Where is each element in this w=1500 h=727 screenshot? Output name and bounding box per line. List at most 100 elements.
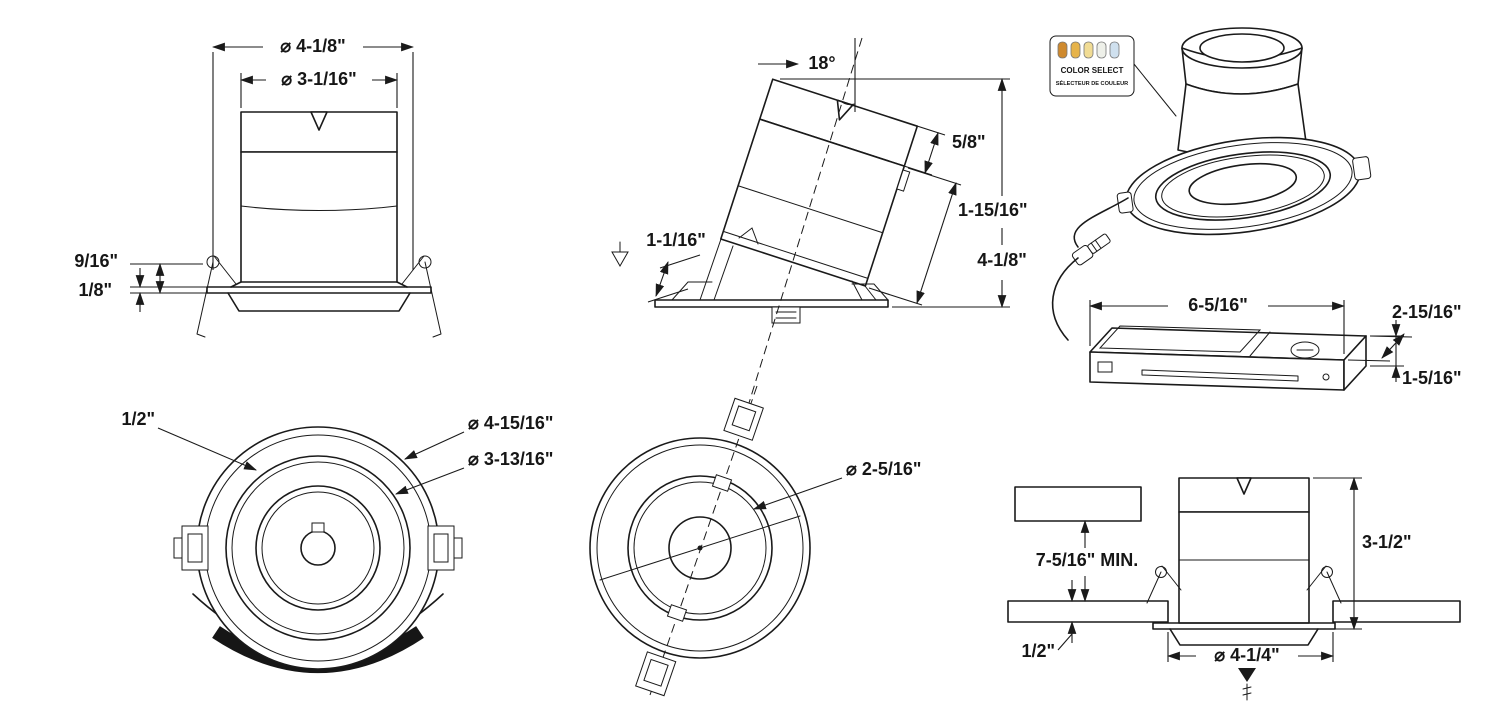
dim-housing-height: 3-1/2" [1313, 476, 1412, 631]
baffle-circle [255, 485, 381, 611]
dim-cutout-dia: ⌀ 4-1/4" [1166, 632, 1335, 665]
dim-box-depth-label: 2-15/16" [1392, 302, 1462, 322]
ring-circle-2 [231, 461, 405, 635]
dim-tilt-angle: 18° [758, 53, 836, 73]
view-installation: 7-5/16" MIN. 3-1/2" 1/2" ⌀ 4-1/4" [1007, 476, 1461, 701]
spring-tab-right [1352, 156, 1372, 181]
dim-body-length-label: 1-15/16" [958, 200, 1028, 220]
tilted-can [720, 78, 919, 287]
dim-front-outer-dia-label: ⌀ 4-1/8" [280, 36, 345, 56]
dim-front-flange: 1/8" [78, 268, 145, 312]
band-notch [836, 99, 854, 121]
dim-overall-height: 4-1/8" [780, 77, 1027, 309]
cct-swatch-5 [1109, 41, 1120, 59]
dim-plan-outer-dia-label: ⌀ 4-15/16" [468, 413, 553, 433]
center-tab [311, 522, 325, 533]
box-right-face [1343, 335, 1367, 391]
knockout [1290, 341, 1320, 359]
trim-flange [206, 281, 432, 312]
torsion-spring-left [1146, 565, 1182, 604]
gimbal-trim-section [654, 227, 889, 324]
dim-recess: 1-1/16" [611, 230, 706, 303]
tilt-centerline [649, 385, 758, 696]
dim-overall-height-label: 4-1/8" [977, 250, 1027, 270]
view-tilted: 18° 5/8" 1-15/16" 1-1/16" 4-1/8" [611, 37, 1028, 433]
spring-bracket-right [427, 525, 463, 571]
angle-arc [840, 100, 856, 106]
dim-min-clearance: 7-5/16" MIN. [1036, 519, 1139, 603]
baffle-circle-2 [261, 491, 375, 605]
vent-slot [1141, 369, 1299, 382]
view-front-elevation: ⌀ 4-1/8" ⌀ 3-1/16" 9/16" 1/8" [74, 36, 442, 338]
badge-leader [1133, 63, 1177, 117]
dim-front-flange-label: 1/8" [78, 280, 112, 300]
pivot-tab-bottom [635, 651, 677, 697]
dim-trim-ring: 1/2" [121, 409, 257, 471]
center-hole [300, 530, 336, 566]
dim-front-regress-label: 9/16" [74, 251, 118, 271]
cross-centerline [599, 515, 801, 581]
dim-aperture-dia-label: ⌀ 2-5/16" [846, 459, 921, 479]
pivot-tab-top [723, 397, 764, 441]
dim-front-inner-dia-label: ⌀ 3-1/16" [281, 69, 356, 89]
dim-band-height: 5/8" [903, 125, 986, 176]
power-cord [1073, 197, 1129, 248]
color-select-title: COLOR SELECT [1061, 66, 1124, 75]
can-body [720, 118, 906, 287]
dim-tilt-angle-label: 18° [808, 53, 835, 73]
datum-icon [611, 241, 629, 268]
dim-front-outer-dia: ⌀ 4-1/8" [211, 36, 415, 270]
dim-ceiling-thickness-label: 1/2" [1021, 641, 1055, 661]
color-select-subtitle: SÉLECTEUR DE COULEUR [1056, 79, 1128, 87]
dim-cutout-dia-label: ⌀ 4-1/4" [1214, 645, 1279, 665]
dim-ceiling-thickness: 1/2" [1021, 580, 1077, 661]
dim-trim-ring-label: 1/2" [121, 409, 155, 429]
gimbal-ring [627, 475, 773, 621]
switch-tab [896, 169, 911, 192]
screw-icon [1238, 668, 1256, 701]
band-notch [310, 111, 328, 131]
trim-flange [1152, 622, 1336, 646]
can-seam [240, 205, 398, 211]
power-cord-2 [1051, 257, 1079, 341]
spring-bracket-left [173, 525, 209, 571]
mounting-tab [771, 306, 801, 324]
quick-connector [1071, 233, 1111, 266]
structure-hatch-block [1014, 486, 1142, 522]
view-plan: 1/2" ⌀ 4-15/16" ⌀ 3-13/16" [121, 409, 553, 673]
ceiling-section-left [1007, 600, 1169, 623]
cct-swatch-4 [1096, 41, 1107, 59]
band-notch [1236, 477, 1252, 495]
cct-swatch-1 [1057, 41, 1068, 59]
dim-recess-label: 1-1/16" [646, 230, 706, 250]
can-body [1178, 511, 1310, 624]
dim-housing-height-label: 3-1/2" [1362, 532, 1412, 552]
view-isometric: COLOR SELECT SÉLECTEUR DE COULEUR [1049, 27, 1462, 391]
dim-box-height: 1-5/16" [1370, 320, 1462, 388]
cable-clamp [1097, 361, 1113, 373]
iso-trim [1116, 136, 1372, 236]
dim-band-height-label: 5/8" [952, 132, 986, 152]
gimbal-ring-2 [633, 481, 767, 615]
aperture-circle [668, 516, 732, 580]
ring-circle [225, 455, 411, 641]
screw-head [1322, 373, 1330, 381]
dim-min-clearance-label: 7-5/16" MIN. [1036, 550, 1139, 570]
color-select-badge: COLOR SELECT SÉLECTEUR DE COULEUR [1049, 35, 1177, 117]
can-body [240, 151, 398, 283]
dim-plan-inner-dia: ⌀ 3-13/16" [394, 449, 553, 495]
ring-notch-top [711, 474, 733, 492]
dim-box-length: 6-5/16" [1088, 295, 1346, 354]
ring-notch-bottom [666, 604, 688, 622]
dim-front-inner-dia: ⌀ 3-1/16" [239, 69, 399, 108]
tilt-centerline [739, 37, 863, 433]
junction-box [1089, 325, 1367, 391]
dim-plan-outer-dia: ⌀ 4-15/16" [404, 413, 553, 460]
torsion-spring-right [1306, 565, 1342, 604]
dim-box-height-label: 1-5/16" [1402, 368, 1462, 388]
dim-plan-inner-dia-label: ⌀ 3-13/16" [468, 449, 553, 469]
dim-aperture-dia: ⌀ 2-5/16" [752, 459, 921, 510]
dim-body-length: 1-15/16" [868, 167, 1028, 306]
